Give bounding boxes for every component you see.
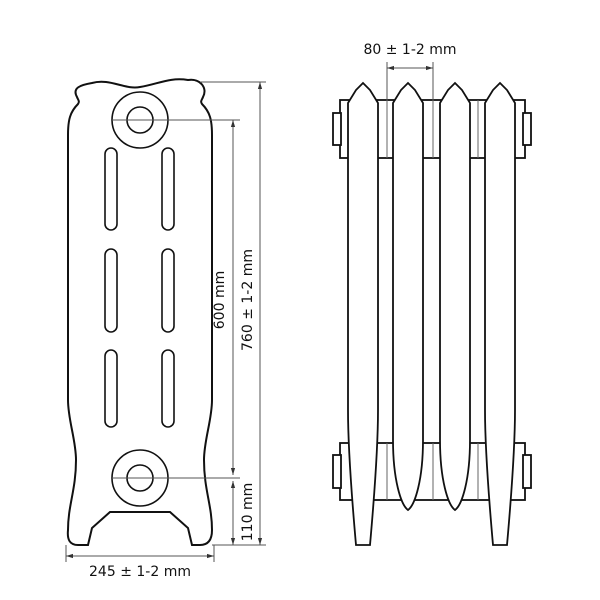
total-height-label: 760 ± 1-2 mm bbox=[240, 249, 256, 351]
section-2 bbox=[392, 81, 424, 512]
axis-distance-label: 600 mm bbox=[212, 270, 228, 330]
side-dimension-lines bbox=[386, 62, 434, 100]
front-view bbox=[66, 78, 214, 546]
front-dimension-lines bbox=[65, 81, 266, 562]
bottom-axis-label: 110 mm bbox=[240, 482, 256, 542]
section-3 bbox=[439, 81, 471, 512]
side-view bbox=[332, 81, 532, 546]
section-1 bbox=[347, 81, 379, 546]
front-outline bbox=[66, 78, 214, 546]
slots bbox=[104, 147, 175, 428]
width-label: 245 ± 1-2 mm bbox=[89, 564, 191, 580]
section-4 bbox=[484, 81, 516, 546]
section-pitch-label: 80 ± 1-2 mm bbox=[363, 42, 457, 58]
